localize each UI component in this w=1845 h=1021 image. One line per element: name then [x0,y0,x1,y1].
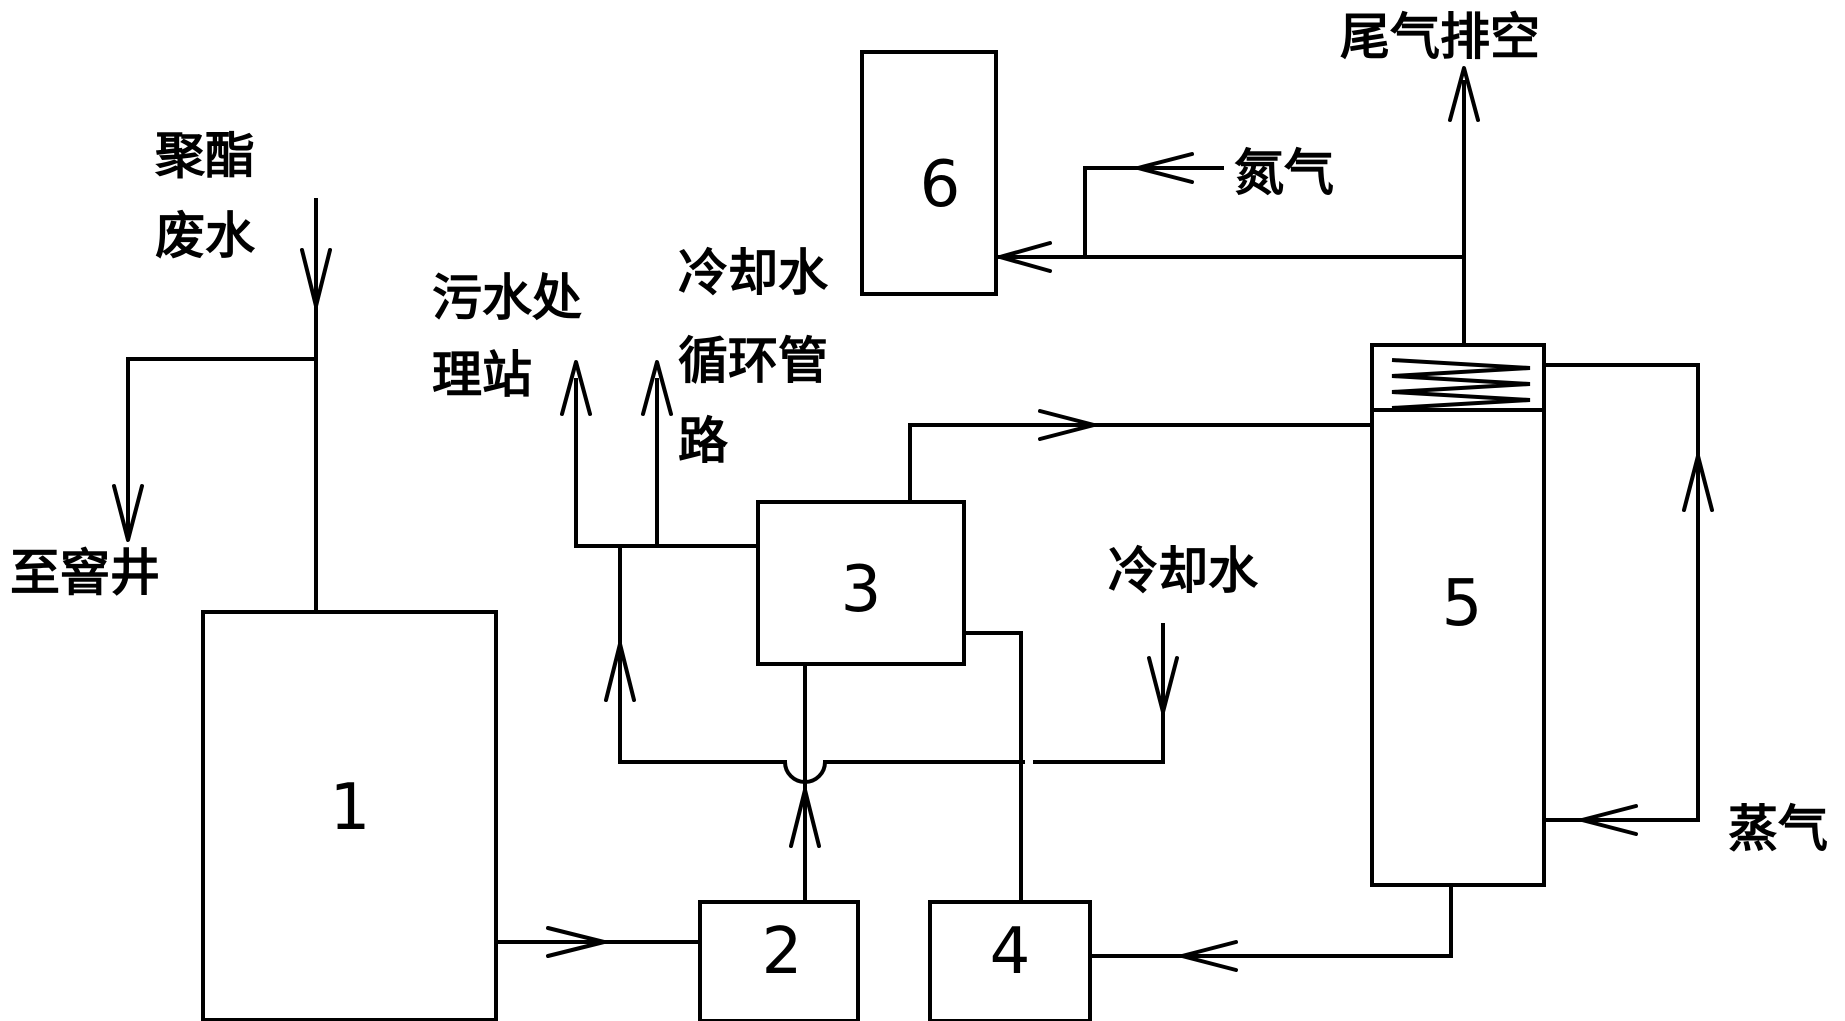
arrow-loop-up [641,360,673,416]
arrow-feed-down [300,248,332,308]
line-5-to-4 [1088,883,1453,958]
label-sewage-line1: 污水处 [432,269,582,327]
flow-arrows [112,66,1714,972]
unit-2-box [698,900,860,1021]
text-labels: 聚酯 废水 至窨井 污水处 理站 冷却水 循环管 路 冷却水 氮气 尾气排空 蒸… [10,8,1828,858]
cooling-return-line [618,544,787,764]
arrow-return-up [604,642,636,702]
arrow-2-to-3-up [789,788,821,848]
arrow-steam-up [1682,454,1714,512]
unit-3-label: 3 [841,553,882,627]
label-cooling-water: 冷却水 [1108,542,1259,600]
label-exhaust: 尾气排空 [1340,8,1540,66]
arrow-1-to-2 [546,926,606,958]
unit-numbers: 1 2 3 4 5 6 [330,148,1483,989]
unit-4-box [928,900,1092,1021]
line-3-to-5 [908,423,1374,504]
label-sewage-line2: 理站 [432,346,532,404]
label-polyester-line1: 聚酯 [154,127,255,185]
unit-4-label: 4 [990,915,1031,989]
unit-1-box [201,610,498,1021]
label-to-manhole: 至窨井 [10,544,160,602]
unit-5-label: 5 [1442,567,1483,641]
condenser-coil-icon [1370,358,1546,412]
unit-6-box [860,50,998,296]
arrow-into-6 [998,241,1052,273]
crossover-hop [782,759,828,784]
steam-loop-line [1542,363,1700,822]
label-polyester-line2: 废水 [155,207,256,265]
arrow-3-to-5 [1038,409,1096,441]
arrow-sewage-up [560,360,592,416]
arrow-exhaust-up [1448,66,1480,122]
arrow-nitrogen-in [1136,152,1194,184]
arrow-steam-in [1580,804,1638,836]
arrow-cooling-water-down [1147,656,1179,714]
unit-1-label: 1 [330,771,371,845]
unit-3-box [756,500,966,666]
unit-6-label: 6 [920,148,961,222]
label-loop-line1: 冷却水 [678,244,829,302]
arrow-manhole-down [112,484,144,542]
label-loop-line3: 路 [678,412,729,470]
nitrogen-line [1083,166,1224,259]
label-nitrogen: 氮气 [1234,144,1334,202]
label-loop-line2: 循环管 [678,332,828,390]
manhole-branch-line [126,357,318,532]
label-steam: 蒸气 [1728,800,1828,858]
unit-boxes [201,50,1546,1021]
unit-2-label: 2 [762,915,803,989]
pipe-lines [126,80,1700,958]
cooling-water-inlet-line [1033,623,1165,764]
unit-5-box [1370,343,1546,887]
line-3-to-4 [962,631,1023,904]
arrow-5-to-4 [1180,940,1238,972]
